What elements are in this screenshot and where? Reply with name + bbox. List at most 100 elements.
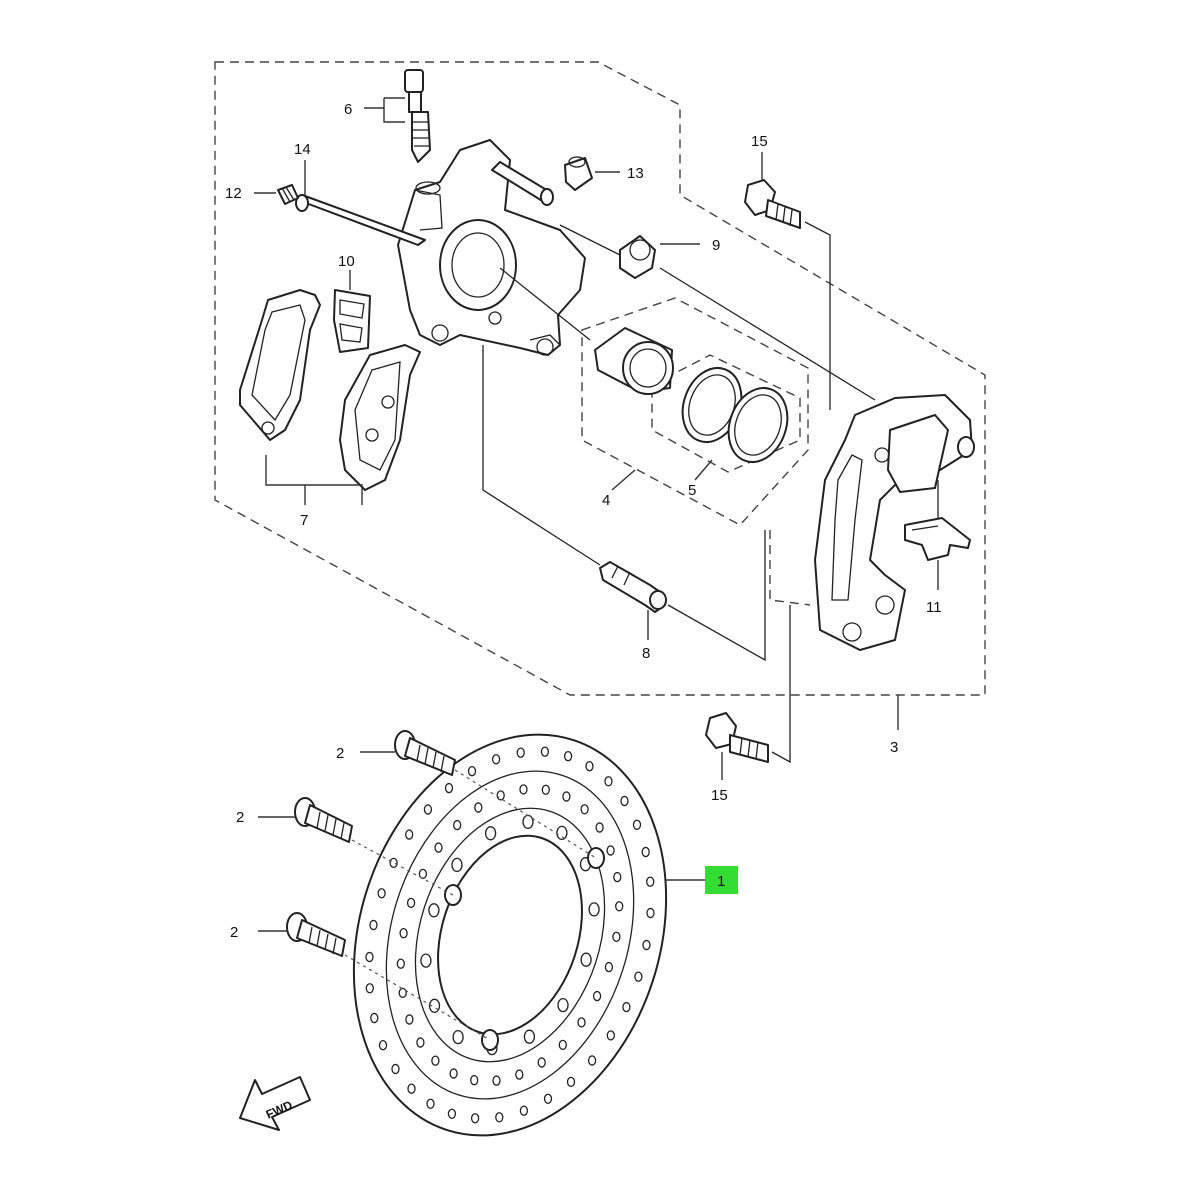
disc-bolt-3 (286, 912, 346, 957)
bracket-link-line (769, 530, 811, 606)
disc-cutout (557, 997, 569, 1013)
disc-middle-hole (595, 822, 604, 833)
callout-9: 9 (712, 237, 720, 254)
disc-cutout (523, 1029, 536, 1044)
disc-middle-hole (398, 987, 407, 999)
seal-group-boundary (651, 354, 801, 473)
callout-15-upper: 15 (751, 133, 768, 150)
disc-outer-hole (634, 971, 643, 982)
disc-middle-hole (406, 897, 416, 909)
disc-middle-hole (399, 928, 408, 939)
disc-outer-hole (365, 983, 374, 994)
callout-8: 8 (642, 645, 650, 662)
callout-12: 12 (225, 185, 242, 202)
callout-10: 10 (338, 253, 355, 270)
brake-pad-inner (339, 344, 421, 491)
disc-cutout (484, 826, 497, 841)
disc-middle-hole (496, 790, 505, 801)
disc-outer-hole (620, 795, 629, 807)
disc-middle-hole (453, 819, 462, 831)
disc-middle-hole (418, 868, 428, 880)
disc-cutout (580, 952, 592, 967)
disc-outer-hole (370, 1012, 379, 1024)
bracket-slide-pin (599, 561, 667, 613)
callout-1: 1 (717, 873, 725, 890)
callout-5: 5 (688, 482, 696, 499)
callout-4: 4 (602, 492, 610, 509)
disc-bolt-2 (294, 797, 353, 843)
disc-cutout (428, 998, 441, 1013)
piston-group-boundary (581, 297, 809, 526)
pad-pin (295, 194, 426, 246)
disc-outer-hole (543, 1093, 553, 1105)
slide-pin (491, 161, 554, 206)
disc-middle-hole (558, 1039, 567, 1051)
disc-outer-hole (641, 846, 650, 858)
disc-outer-hole (423, 804, 433, 815)
disc-vent-holes (365, 746, 655, 1124)
caliper-bracket (814, 394, 975, 651)
caliper-assembly-boundary (214, 61, 986, 696)
brake-disc (352, 733, 668, 1137)
disc-middle-hole (541, 784, 550, 796)
pad-spring (904, 517, 971, 561)
disc-middle-hole (431, 1055, 440, 1066)
disc-outer-hole (563, 751, 573, 762)
disc-outer-hole (444, 782, 454, 794)
disc-middle-hole (416, 1037, 425, 1048)
disc-middle-hole (474, 802, 483, 813)
bracket-bolt-upper (744, 179, 801, 229)
pad-shim (333, 289, 371, 353)
disc-outer-hole (389, 857, 398, 869)
highlight-box (705, 866, 738, 894)
disc-cutout (451, 857, 463, 873)
brake-pad-outer (239, 289, 321, 441)
disc-middle-hole (405, 1014, 414, 1025)
disc-outer-hole (426, 1098, 435, 1110)
disc-outer-hole (519, 1105, 529, 1116)
disc-middle-hole (592, 990, 602, 1002)
disc-middle-hole (580, 804, 589, 815)
disc-middle-hole (612, 931, 621, 943)
disc-outer-hole (365, 951, 374, 963)
disc-outer-hole (391, 1063, 400, 1075)
callout-13: 13 (627, 165, 644, 182)
disc-outer-hole (642, 939, 651, 951)
disc-outer-hole (646, 907, 655, 919)
disc-outer-hole (632, 819, 642, 831)
caliper-piston (594, 327, 674, 395)
callout-6: 6 (344, 101, 352, 118)
disc-outer-hole (606, 1030, 615, 1041)
disc-middle-hole (606, 845, 615, 856)
callout-14: 14 (294, 141, 311, 158)
disc-outer-hole (566, 1076, 576, 1088)
piston-seals (681, 367, 789, 463)
caliper-cap (564, 156, 593, 191)
callout-3: 3 (890, 739, 898, 756)
disc-outer-hole (585, 761, 594, 772)
disc-outer-hole (587, 1055, 597, 1066)
callout-11: 11 (926, 599, 942, 616)
disc-outer-hole (369, 919, 378, 931)
disc-outer-hole (495, 1112, 504, 1123)
pin-plug (277, 184, 299, 205)
disc-middle-hole (396, 958, 405, 969)
disc-middle-hole (537, 1057, 546, 1068)
disc-middle-hole (434, 842, 443, 853)
bleed-screw (404, 69, 431, 163)
disc-middle-hole (615, 901, 624, 912)
disc-outer-hole (516, 747, 525, 758)
bracket-bolt-lower (705, 712, 769, 763)
disc-outer-hole (604, 776, 613, 787)
disc-outer-hole (646, 876, 655, 887)
disc-outer-hole (378, 1039, 388, 1051)
disc-middle-hole (577, 1017, 586, 1028)
disc-cutout (452, 1029, 464, 1045)
disc-outer-hole (377, 888, 386, 899)
disc-middle-hole (562, 791, 571, 802)
disc-outer-hole (405, 829, 414, 840)
disc-cutout (420, 953, 432, 968)
slide-pin-boot (619, 235, 656, 279)
